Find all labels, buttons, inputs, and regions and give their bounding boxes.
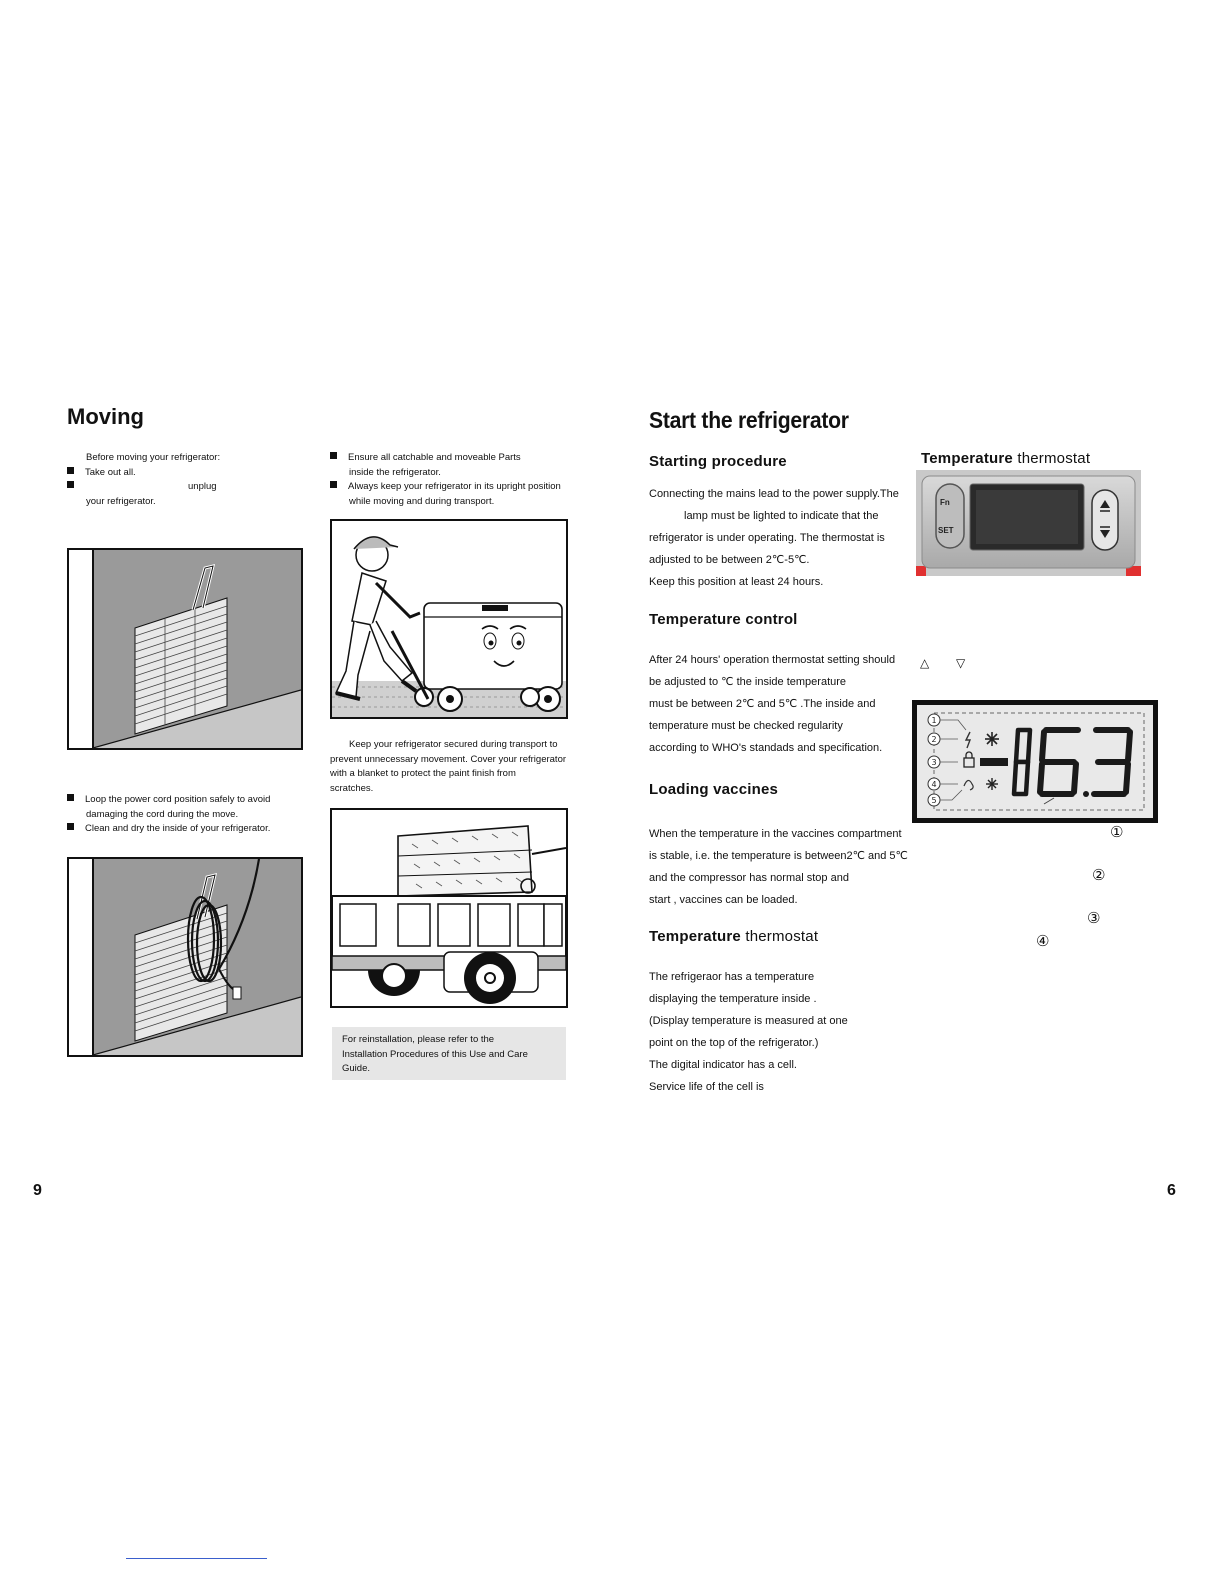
bullet-square-icon [67, 481, 74, 488]
fn-button-label: Fn [940, 498, 950, 507]
svg-text:4: 4 [931, 780, 936, 789]
figure-wall-grille [67, 548, 303, 750]
lcd-display-graphic: 1 2 3 4 5 [917, 705, 1153, 818]
list-item: Clean and dry the inside of your refrige… [67, 822, 317, 837]
truck-illustration [332, 810, 566, 1006]
svg-text:2: 2 [931, 735, 936, 744]
list-item: Always keep your refrigerator in its upr… [330, 480, 590, 495]
reinstall-note: For reinstallation, please refer to the … [332, 1027, 566, 1080]
bullet-square-icon [330, 452, 337, 459]
start-title: Start the refrigerator [649, 407, 849, 433]
coiled-cord-illustration [69, 859, 301, 1055]
callout-2: ② [1092, 867, 1106, 884]
bullet-square-icon [67, 823, 74, 830]
moving-intro: Before moving your refrigerator: [86, 452, 221, 463]
list-item: Take out all. [67, 466, 307, 481]
list-item: Ensure all catchable and moveable Parts [330, 451, 590, 466]
loading-heading: Loading vaccines [649, 781, 779, 798]
set-button-label: SET [938, 526, 954, 535]
wall-grille-illustration [69, 550, 301, 748]
callout-1: ① [1110, 824, 1124, 841]
bullet-square-icon [67, 794, 74, 801]
thermostat-panel: Fn SET [916, 470, 1141, 576]
svg-text:1: 1 [931, 716, 936, 725]
list-item-continuation: while moving and during transport. [349, 495, 495, 507]
down-arrow-icon: ▽ [956, 656, 966, 670]
figure-truck [330, 808, 568, 1008]
moving-title: Moving [67, 404, 144, 429]
up-arrow-icon: △ [920, 656, 930, 670]
page-number-left: 9 [33, 1182, 42, 1199]
thermostat-panel-photo [916, 470, 1141, 576]
lcd-display: 1 2 3 4 5 [912, 700, 1158, 823]
control-text: After 24 hours' operation thermostat set… [649, 654, 896, 754]
figure-worker-handtruck [330, 519, 568, 719]
loading-text: When the temperature in the vaccines com… [649, 828, 908, 906]
moving-intro-block: Before moving your refrigerator: Take ou… [67, 451, 307, 509]
callout-3: ③ [1087, 910, 1101, 927]
svg-text:5: 5 [931, 796, 936, 805]
starting-heading: Starting procedure [649, 453, 787, 470]
moving-bullets-b: Ensure all catchable and moveable Parts … [330, 451, 590, 509]
starting-text: Connecting the mains lead to the power s… [649, 488, 899, 588]
bullet-square-icon [330, 481, 337, 488]
transport-note: Keep your refrigerator secured during tr… [330, 739, 567, 794]
thermostat-text: The refrigeraor has a temperature displa… [649, 971, 848, 1093]
moving-bullets-c: Loop the power cord position safely to a… [67, 793, 317, 837]
list-item-continuation: inside the refrigerator. [349, 466, 441, 478]
thermostat-heading: Temperature thermostat [649, 928, 819, 945]
page-number-right: 6 [1167, 1182, 1176, 1199]
control-heading: Temperature control [649, 611, 798, 628]
side-thermostat-heading: Temperature thermostat [921, 450, 1091, 467]
svg-text:3: 3 [931, 758, 936, 767]
list-item-continuation: your refrigerator. [86, 495, 156, 507]
list-item-continuation: damaging the cord during the move. [86, 808, 239, 820]
list-item: unplug [67, 480, 307, 495]
list-item: Loop the power cord position safely to a… [67, 793, 317, 808]
figure-coiled-cord [67, 857, 303, 1057]
link-underline [126, 1558, 267, 1559]
bullet-square-icon [67, 466, 74, 474]
callout-4: ④ [1036, 933, 1050, 950]
worker-handtruck-illustration [332, 536, 566, 717]
